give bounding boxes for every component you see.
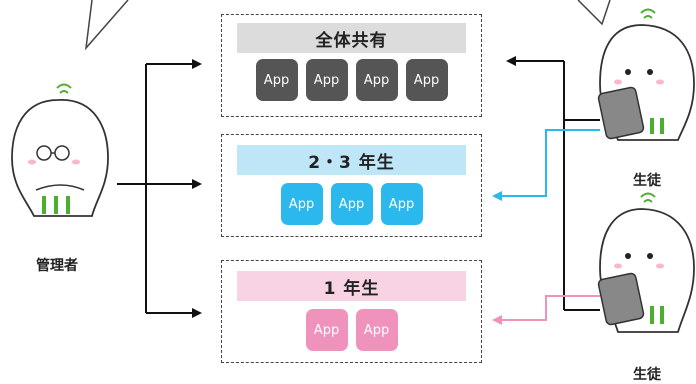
app-tile[interactable]: App <box>305 59 348 101</box>
group-all-shared: 全体共有 App App App App <box>221 14 482 117</box>
group-grade-2-3-title: 2・3 年生 <box>237 145 466 175</box>
arrow-student-to-grade1 <box>492 295 600 325</box>
group-grade-2-3-apps: App App App <box>222 183 481 225</box>
app-tile[interactable]: App <box>280 183 323 225</box>
app-tile[interactable]: App <box>380 183 423 225</box>
admin-arrows <box>117 59 202 318</box>
speech-bubble-left <box>84 0 129 51</box>
app-tile[interactable]: App <box>255 59 298 101</box>
arrow-student-to-grade23 <box>492 129 600 201</box>
app-tile[interactable]: App <box>305 309 348 351</box>
app-tile[interactable]: App <box>330 183 373 225</box>
student-arrows-shared <box>506 56 600 311</box>
app-tile[interactable]: App <box>355 59 398 101</box>
app-tile[interactable]: App <box>355 309 398 351</box>
admin-label: 管理者 <box>36 258 78 274</box>
app-tile[interactable]: App <box>405 59 448 101</box>
group-grade-1: 1 年生 App App <box>221 260 482 363</box>
group-grade-1-title: 1 年生 <box>237 271 466 301</box>
group-grade-1-apps: App App <box>222 309 481 351</box>
speech-bubble-right <box>577 0 611 26</box>
student-character-top-icon <box>597 8 695 141</box>
admin-character-icon <box>11 83 109 217</box>
group-all-shared-title: 全体共有 <box>237 23 466 53</box>
group-all-shared-apps: App App App App <box>222 59 481 101</box>
student-character-bottom-icon <box>597 192 695 333</box>
student-top-label: 生徒 <box>633 173 661 189</box>
group-grade-2-3: 2・3 年生 App App App <box>221 134 482 237</box>
student-bottom-label: 生徒 <box>633 367 661 383</box>
